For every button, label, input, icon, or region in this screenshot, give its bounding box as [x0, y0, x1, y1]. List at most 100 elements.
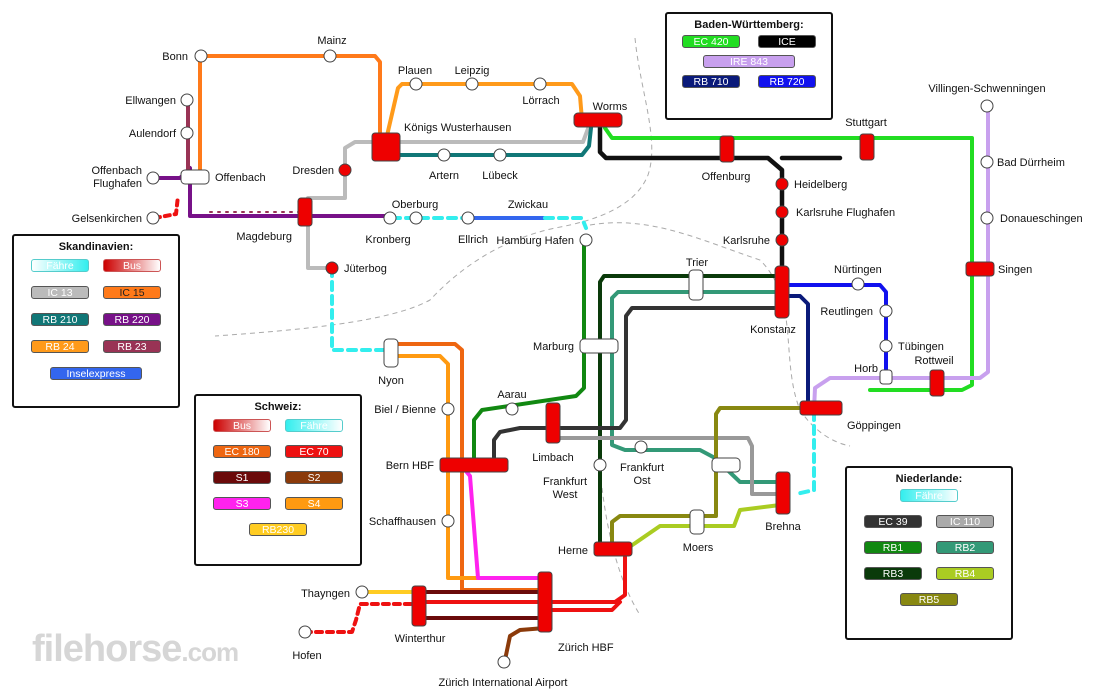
- station-box-trier: [688, 269, 704, 301]
- line-rb24: [384, 82, 584, 142]
- label-biel: Biel / Bienne: [374, 404, 436, 416]
- station-dot-ellwangen: [180, 93, 194, 107]
- label-herne: Herne: [558, 545, 588, 557]
- label-winterthur: Winterthur: [395, 633, 446, 645]
- station-dot-thayngen: [355, 585, 369, 599]
- label-oberburg: Oberburg: [392, 199, 438, 211]
- station-dot-artern: [437, 148, 451, 162]
- label-jueterbog: Jüterbog: [344, 263, 387, 275]
- label-plauen: Plauen: [398, 65, 432, 77]
- legend-chip: EC 70: [285, 445, 343, 458]
- station-box-nyon: [383, 338, 399, 368]
- label-moers: Moers: [683, 542, 714, 554]
- station-dot-luebeck: [493, 148, 507, 162]
- legend-chip: IC 13: [31, 286, 89, 299]
- filehorse-watermark: filehorse.com: [32, 628, 239, 671]
- label-bonn: Bonn: [162, 51, 188, 63]
- label-ellrich: Ellrich: [458, 234, 488, 246]
- label-rottweil: Rottweil: [914, 355, 953, 367]
- station-box-marburg: [579, 338, 619, 354]
- legend-chip: ICE: [758, 35, 816, 48]
- station-box-singen: [965, 261, 995, 277]
- station-labels: Bonn Mainz Ellwangen Aulendorf Offenbach…: [72, 35, 1083, 689]
- station-dot-hofen: [298, 625, 312, 639]
- label-konstanz: Konstanz: [750, 324, 796, 336]
- station-dot-frankfurt-west: [593, 458, 607, 472]
- station-dot-karlsruhe: [775, 233, 789, 247]
- line-s2: [503, 626, 547, 662]
- label-kronberg: Kronberg: [365, 234, 410, 246]
- line-bus-gelsenkirchen: [153, 194, 180, 220]
- station-dot-schaffhausen: [441, 514, 455, 528]
- legend-chip: Bus: [103, 259, 161, 272]
- station-box-offenburg: [719, 135, 735, 163]
- line-rb4: [626, 503, 782, 550]
- line-ferry-hamburg: [543, 216, 588, 230]
- station-dot-nuertingen: [851, 277, 865, 291]
- line-rb720: [780, 283, 888, 380]
- label-thayngen: Thayngen: [301, 588, 350, 600]
- legend-title: Baden-Württemberg:: [694, 19, 804, 31]
- station-dot-offenbach-flughafen: [146, 171, 160, 185]
- station-dot-donaueschingen: [980, 211, 994, 225]
- label-nuertingen: Nürtingen: [834, 264, 882, 276]
- line-rb1: [472, 238, 586, 468]
- label-luebeck: Lübeck: [482, 170, 518, 182]
- station-box-zuerich-hbf: [537, 571, 553, 633]
- label-tuebingen: Tübingen: [898, 341, 944, 353]
- label-artern: Artern: [429, 170, 459, 182]
- label-magdeburg: Magdeburg: [236, 231, 292, 243]
- station-box-winterthur: [411, 585, 427, 627]
- line-rb5: [610, 406, 802, 550]
- label-mainz: Mainz: [317, 35, 346, 47]
- boundary-north: [214, 37, 653, 337]
- station-box-horb: [879, 369, 893, 385]
- station-dot-karlsruhe-flughafen: [775, 205, 789, 219]
- label-aarau: Aarau: [497, 389, 526, 401]
- label-worms: Worms: [593, 101, 628, 113]
- legend-title: Skandinavien:: [58, 241, 134, 253]
- line-rb710: [780, 294, 810, 410]
- line-rb210: [396, 126, 593, 157]
- station-dot-jueterbog: [325, 261, 339, 275]
- legend-chip: EC 39: [864, 515, 922, 528]
- legend-chip: Bus: [213, 419, 271, 432]
- line-s3: [463, 468, 547, 580]
- line-bus-hofen: [303, 602, 414, 634]
- label-bern: Bern HBF: [386, 460, 435, 472]
- label-karlsruhe-flughafen: Karlsruhe Flughafen: [796, 207, 895, 219]
- station-box-worms: [573, 112, 623, 128]
- label-horb: Horb: [854, 363, 878, 375]
- station-box-goeppingen: [799, 400, 843, 416]
- line-ferry-jueterbog: [330, 266, 392, 352]
- station-dot-aarau: [505, 402, 519, 416]
- line-rb2: [610, 290, 784, 484]
- legend-chip: S3: [213, 497, 271, 510]
- label-offenbach: Offenbach: [215, 172, 266, 184]
- label-limbach: Limbach: [532, 452, 574, 464]
- label-dresden: Dresden: [292, 165, 334, 177]
- label-villingen: Villingen-Schwenningen: [928, 83, 1045, 95]
- label-bad-duerrheim: Bad Dürrheim: [997, 157, 1065, 169]
- watermark-domain: .com: [181, 637, 239, 667]
- label-zwickau: Zwickau: [508, 199, 548, 211]
- station-box-konstanz: [774, 265, 790, 319]
- legend-chip: RB 220: [103, 313, 161, 326]
- line-ec39: [492, 306, 784, 470]
- line-ic110: [550, 436, 782, 496]
- station-dot-dresden: [338, 163, 352, 177]
- legend-chip: RB 23: [103, 340, 161, 353]
- station-box-frankfurt-ost: [711, 457, 741, 473]
- station-dot-reutlingen: [879, 304, 893, 318]
- station-dot-villingen: [980, 99, 994, 113]
- label-offenburg: Offenburg: [702, 171, 751, 183]
- legend-chip: EC 420: [682, 35, 740, 48]
- label-goeppingen: Göppingen: [847, 420, 901, 432]
- legend-chip: S4: [285, 497, 343, 510]
